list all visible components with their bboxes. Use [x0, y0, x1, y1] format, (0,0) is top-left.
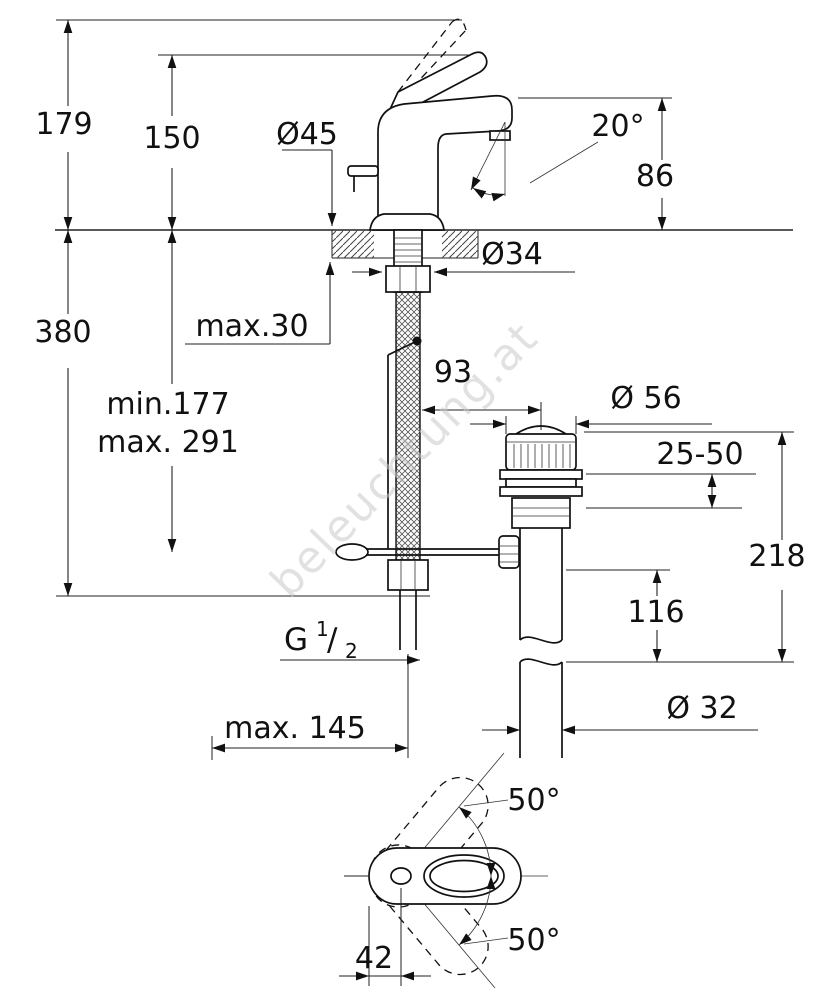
handle-raised-dashed — [397, 18, 467, 93]
bottom-view — [339, 752, 548, 989]
pivot-nut — [498, 535, 520, 569]
supply-connector — [387, 559, 429, 650]
dim-42-line — [339, 888, 431, 986]
dim-45-label: Ø45 — [276, 117, 338, 152]
dim-50deg-up-label: 50° — [507, 783, 560, 818]
dim-min177-label: min.177 — [106, 387, 229, 422]
faucet-body — [377, 94, 513, 231]
dim-42-label: 42 — [355, 941, 393, 976]
faucet-elevation — [332, 18, 513, 650]
pop-up-linkage — [335, 543, 501, 561]
dim-g12-label: G 1 / 2 — [284, 617, 358, 663]
dim-max291-label: max. 291 — [97, 425, 239, 460]
dim-380-label: 380 — [34, 315, 91, 350]
faucet-base — [369, 213, 445, 231]
thread-numerator: 1 — [316, 617, 329, 641]
threaded-shank — [385, 229, 431, 293]
flange-washer-2 — [505, 478, 577, 488]
dim-218-label: 218 — [748, 539, 805, 574]
dim-34-label: Ø34 — [481, 237, 543, 272]
dimension-lines — [63, 20, 787, 753]
tail-pipe — [519, 528, 563, 758]
dim-max30-label: max.30 — [195, 309, 308, 344]
strainer-ribs — [513, 444, 571, 468]
thread-g: G — [284, 622, 308, 658]
dim-max145-label: max. 145 — [224, 711, 366, 746]
dim-56-label: Ø 56 — [610, 381, 681, 416]
coupling-nut — [511, 497, 571, 529]
dim-32-label: Ø 32 — [666, 691, 737, 726]
pop-up-knob — [347, 165, 379, 177]
dim-50deg-down-label: 50° — [507, 923, 560, 958]
dim-86-label: 86 — [636, 159, 674, 194]
dim-116-label: 116 — [627, 595, 684, 630]
aerator — [489, 130, 511, 141]
strainer-dome — [515, 425, 567, 435]
waste-assembly — [498, 425, 583, 758]
dim-93-label: 93 — [434, 355, 472, 390]
dim-179-label: 179 — [35, 107, 92, 142]
mounting-nut — [385, 265, 431, 293]
counter-hatch-left — [332, 230, 374, 258]
dim-2550-label: 25-50 — [656, 437, 743, 472]
pop-up-rod — [387, 336, 422, 549]
flange-washer-3 — [499, 486, 583, 497]
dim-150-label: 150 — [143, 121, 200, 156]
strainer-body — [505, 433, 577, 471]
footprint-supply-hole — [390, 867, 412, 885]
flange-washer-1 — [499, 469, 583, 480]
thread-slash: / — [327, 622, 338, 658]
counter-hatch-right — [442, 230, 478, 258]
thread-denominator: 2 — [345, 639, 358, 663]
spout-angle-detail — [470, 121, 599, 202]
dimension-labels: 179 150 Ø45 20° 86 380 max.30 Ø34 93 min… — [34, 107, 805, 976]
dim-20deg-label: 20° — [591, 109, 644, 144]
